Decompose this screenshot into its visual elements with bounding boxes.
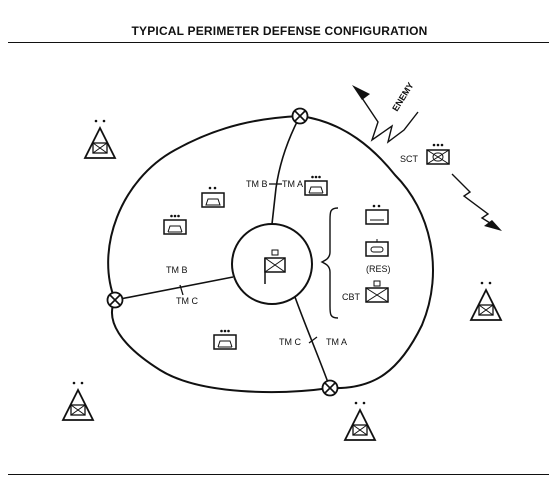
top-rule <box>8 42 549 43</box>
contact-point-icon <box>106 291 124 309</box>
tm-c-label-left: TM C <box>176 296 198 306</box>
enemy-axis-icon <box>352 85 502 231</box>
tick-southeast <box>308 336 318 344</box>
team-unit-icon <box>201 186 225 208</box>
observation-post-icon <box>344 400 376 441</box>
reserve-unit-icon <box>365 204 389 225</box>
reserve-unit-icon <box>365 239 389 257</box>
tm-b-label-left: TM B <box>166 265 188 275</box>
enemy-label: ENEMY <box>390 81 415 113</box>
tm-a-label-bottom: TM A <box>326 337 347 347</box>
combat-trains-icon <box>365 280 389 303</box>
sct-label: SCT <box>400 154 419 164</box>
res-label: (RES) <box>366 264 391 274</box>
tick-west <box>179 284 184 296</box>
reserve-brace <box>320 207 339 319</box>
cbt-label: CBT <box>342 292 361 302</box>
scout-unit-icon <box>426 143 450 165</box>
tm-a-label-top: TM A <box>282 179 303 189</box>
headquarters-icon <box>264 249 286 284</box>
team-c-unit-icon <box>213 328 237 350</box>
observation-post-icon <box>84 118 116 159</box>
observation-post-icon <box>62 380 94 421</box>
tm-b-label-top: TM B <box>246 179 268 189</box>
tm-c-label-bottom: TM C <box>279 337 301 347</box>
page-title: TYPICAL PERIMETER DEFENSE CONFIGURATION <box>131 24 428 38</box>
contact-point-icon <box>291 107 309 125</box>
observation-post-icon <box>470 280 502 321</box>
outer-perimeter <box>107 114 434 394</box>
boundary-north <box>271 115 301 225</box>
bottom-rule <box>8 474 549 475</box>
contact-point-icon <box>321 379 339 397</box>
team-b-unit-icon <box>163 213 187 235</box>
boundary-southeast <box>294 296 331 389</box>
team-a-unit-icon <box>304 174 328 196</box>
boundary-west <box>114 276 234 301</box>
